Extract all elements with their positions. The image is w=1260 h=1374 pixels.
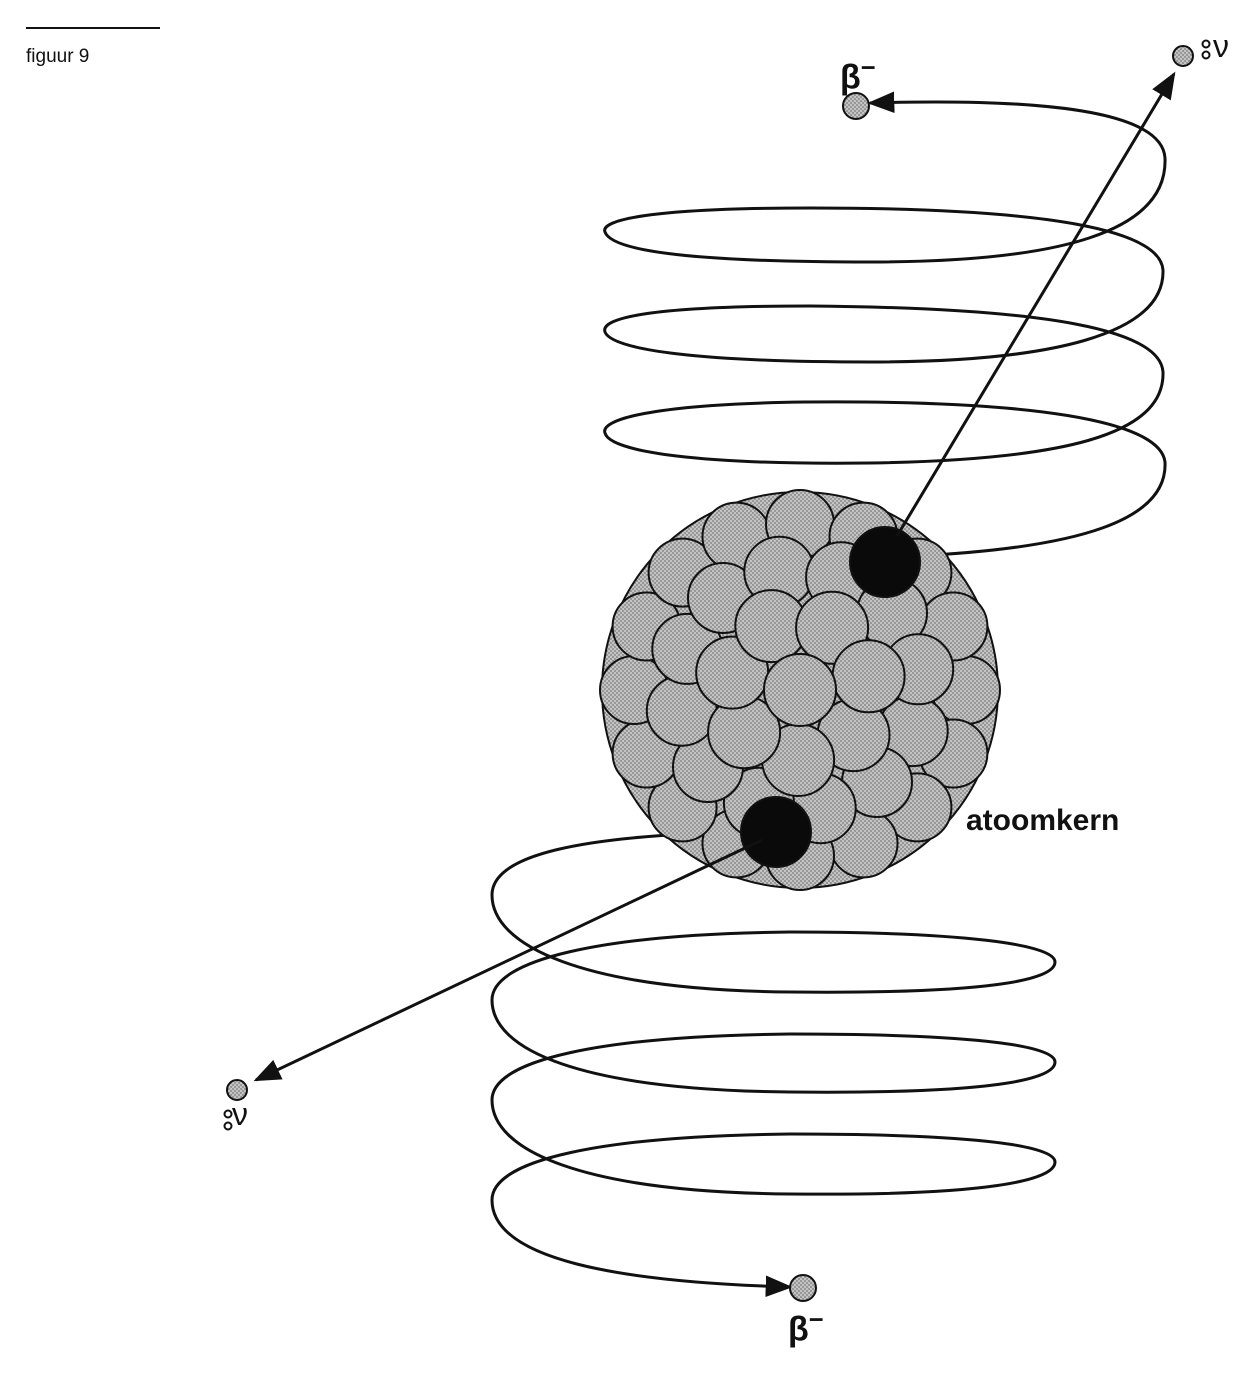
neutrino-mark-bottom: [223, 1109, 233, 1131]
emitting-nucleon-top: [849, 526, 921, 598]
neutrino-particle-bottom: [226, 1079, 248, 1101]
neutrino-label-top: ν: [1213, 28, 1229, 64]
lower-helix-path: [490, 830, 1057, 1298]
neutrino-path-bottom: [253, 838, 763, 1082]
atomic-nucleus: [599, 489, 1001, 891]
nucleon: [763, 653, 837, 727]
upper-helix-path: [603, 91, 1167, 558]
caption-rule: [26, 27, 160, 29]
beta-minus-label-bottom: β−: [788, 1306, 824, 1349]
beta-particle-top: [842, 92, 870, 120]
nucleon: [831, 639, 906, 714]
neutrino-mark-top: [1201, 39, 1211, 60]
emitting-nucleon-bottom: [740, 796, 812, 868]
nucleus-label: atoomkern: [966, 804, 1120, 837]
neutrino-label-bottom: ν: [232, 1096, 248, 1132]
neutrino-path-top: [895, 71, 1176, 537]
beta-particle-bottom: [789, 1274, 817, 1302]
lower-helix: [490, 830, 1057, 1298]
figure-caption: figuur 9: [26, 46, 90, 67]
beta-minus-label-top: β−: [840, 54, 876, 97]
upper-helix: [603, 91, 1167, 558]
neutrino-particle-top: [1172, 45, 1194, 67]
